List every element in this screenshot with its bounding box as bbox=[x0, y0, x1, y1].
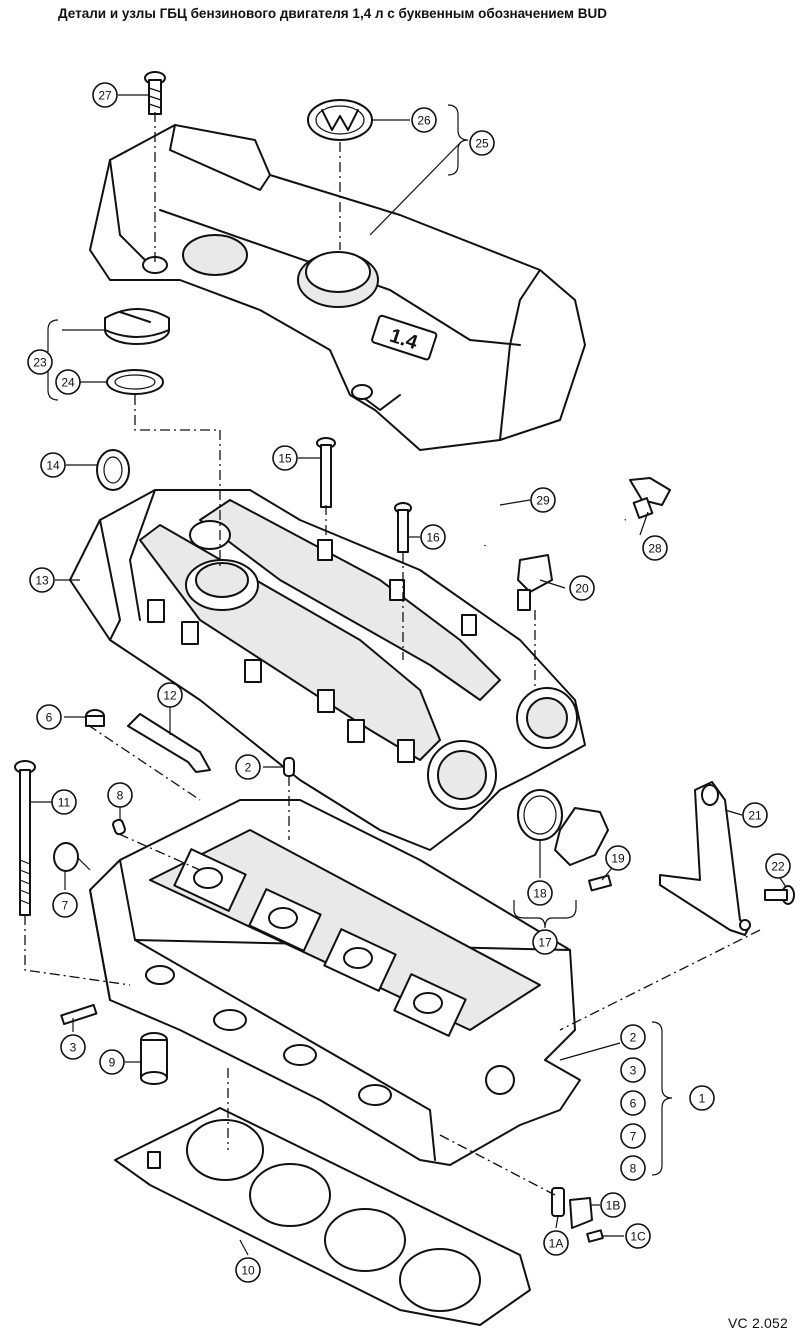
callout-20: 20 bbox=[569, 575, 595, 601]
dowel-pin-2 bbox=[283, 757, 295, 777]
callout-text: 13 bbox=[35, 574, 49, 588]
callout-text: 1A bbox=[549, 1237, 564, 1251]
callout-text: 19 bbox=[611, 852, 625, 866]
callout-text: 18 bbox=[533, 887, 547, 901]
callout-10: 10 bbox=[235, 1257, 261, 1283]
callout-text: 3 bbox=[630, 1064, 637, 1078]
callout-13: 13 bbox=[29, 567, 55, 593]
callout-25: 25 bbox=[469, 130, 495, 156]
callout-text: 17 bbox=[538, 936, 552, 950]
callout-3: 3 bbox=[60, 1034, 86, 1060]
callout-23: 23 bbox=[27, 349, 53, 375]
callout-2: 2 bbox=[620, 1024, 646, 1050]
callout-27: 27 bbox=[92, 82, 118, 108]
callout-19: 19 bbox=[605, 845, 631, 871]
camshaft-housing bbox=[69, 489, 586, 851]
callout-12: 12 bbox=[157, 682, 183, 708]
end-cover bbox=[517, 789, 612, 892]
callout-text: 2 bbox=[630, 1031, 637, 1045]
seal-ring-14 bbox=[96, 449, 130, 491]
callout-text: 9 bbox=[109, 1056, 116, 1070]
callout-text: 23 bbox=[33, 356, 47, 370]
callout-6: 6 bbox=[36, 704, 62, 730]
plug-7 bbox=[53, 842, 79, 872]
callout-text: 7 bbox=[630, 1130, 637, 1144]
cover-bolt bbox=[144, 71, 166, 115]
callout-29: 29 bbox=[530, 487, 556, 513]
callout-text: 29 bbox=[536, 494, 550, 508]
callout-3: 3 bbox=[620, 1057, 646, 1083]
vw-emblem bbox=[307, 99, 373, 141]
callout-24: 24 bbox=[55, 369, 81, 395]
callout-8: 8 bbox=[620, 1155, 646, 1181]
callout-1B: 1B bbox=[600, 1192, 626, 1218]
callout-text: 14 bbox=[46, 459, 60, 473]
callout-1C: 1C bbox=[625, 1223, 651, 1249]
callout-15: 15 bbox=[272, 445, 298, 471]
callout-8: 8 bbox=[107, 782, 133, 808]
page-title: Детали и узлы ГБЦ бензинового двигателя … bbox=[58, 6, 607, 21]
bracket-1A-1B-1C bbox=[551, 1187, 604, 1243]
callout-text: 22 bbox=[771, 860, 785, 874]
cylinder-head-bolt bbox=[14, 760, 36, 916]
head-gasket bbox=[114, 1107, 531, 1326]
callout-text: 16 bbox=[426, 531, 440, 545]
callout-22: 22 bbox=[765, 853, 791, 879]
callout-text: 7 bbox=[62, 899, 69, 913]
housing-bolts bbox=[316, 437, 412, 553]
callout-2: 2 bbox=[235, 754, 261, 780]
callout-text: 20 bbox=[575, 582, 589, 596]
callout-text: 15 bbox=[278, 452, 292, 466]
callout-17: 17 bbox=[532, 929, 558, 955]
callout-text: 6 bbox=[630, 1097, 637, 1111]
callout-9: 9 bbox=[99, 1049, 125, 1075]
callout-26: 26 bbox=[411, 107, 437, 133]
callout-1A: 1A bbox=[543, 1230, 569, 1256]
callout-text: 12 bbox=[163, 689, 177, 703]
callout-text: 2 bbox=[245, 761, 252, 775]
stud-3 bbox=[60, 1003, 98, 1026]
callout-text: 8 bbox=[117, 789, 124, 803]
callout-text: 24 bbox=[61, 376, 75, 390]
callout-14: 14 bbox=[40, 452, 66, 478]
assembly-lines bbox=[24, 112, 761, 1196]
callout-text: 1 bbox=[699, 1092, 706, 1106]
cylinder-head bbox=[89, 799, 581, 1166]
callout-21: 21 bbox=[742, 802, 768, 828]
callout-text: 3 bbox=[70, 1041, 77, 1055]
callout-text: 1C bbox=[630, 1230, 646, 1244]
bolt-22 bbox=[764, 885, 795, 905]
callout-text: 10 bbox=[241, 1264, 255, 1278]
engine-cover: 1.4 bbox=[89, 124, 586, 451]
callout-text: 1B bbox=[606, 1199, 621, 1213]
camshaft-sensor bbox=[517, 554, 553, 611]
figure-code: VC 2.052 bbox=[728, 1315, 788, 1331]
sleeve-9 bbox=[140, 1032, 168, 1085]
callout-7: 7 bbox=[52, 892, 78, 918]
dowel-pin-8 bbox=[112, 818, 126, 836]
plug-6 bbox=[85, 709, 105, 727]
callout-text: 27 bbox=[98, 89, 112, 103]
callout-28: 28 bbox=[642, 535, 668, 561]
callout-7: 7 bbox=[620, 1123, 646, 1149]
callout-text: 11 bbox=[58, 796, 71, 810]
callout-text: 8 bbox=[630, 1162, 637, 1176]
callout-text: 6 bbox=[46, 711, 53, 725]
sealant-tube bbox=[127, 713, 211, 773]
callout-text: 25 bbox=[475, 137, 489, 151]
oil-filler-cap bbox=[104, 308, 170, 395]
callout-text: 28 bbox=[648, 542, 662, 556]
callout-11: 11 bbox=[51, 789, 77, 815]
leader-lines bbox=[30, 94, 787, 1256]
callout-6: 6 bbox=[620, 1090, 646, 1116]
callout-1: 1 bbox=[689, 1085, 715, 1111]
callout-18: 18 bbox=[527, 880, 553, 906]
callout-16: 16 bbox=[420, 524, 446, 550]
vent-hose bbox=[479, 477, 671, 546]
lifting-bracket bbox=[659, 781, 751, 936]
callout-text: 26 bbox=[417, 114, 431, 128]
callout-text: 21 bbox=[748, 809, 762, 823]
